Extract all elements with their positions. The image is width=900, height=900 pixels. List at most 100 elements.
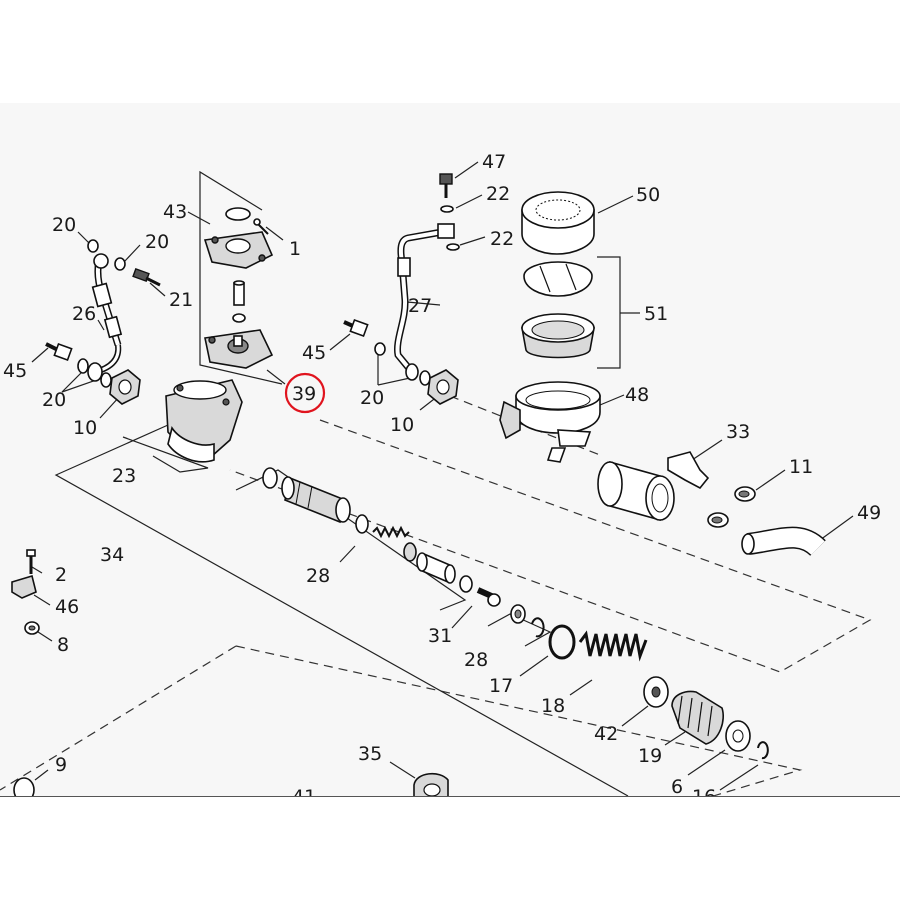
washer-20-a xyxy=(87,239,99,253)
seal-cup xyxy=(403,542,417,562)
callout-20: 20 xyxy=(42,389,66,411)
callout-47: 47 xyxy=(482,151,506,173)
clamp-11-b xyxy=(707,512,729,528)
pushrod-31 xyxy=(476,587,501,607)
oring-28-mid xyxy=(355,514,369,534)
callout-28: 28 xyxy=(306,565,330,587)
bleeder-45-left xyxy=(45,342,73,362)
cup-42 xyxy=(643,676,669,708)
master-cylinder-body-23 xyxy=(165,379,243,463)
spring-18 xyxy=(578,630,648,662)
nut-10-left xyxy=(109,369,141,405)
clip-46 xyxy=(11,574,37,599)
boot-19 xyxy=(671,690,724,745)
leader-lines xyxy=(31,161,854,791)
cover-gasket xyxy=(225,207,251,221)
frame-bottom-border xyxy=(0,796,900,797)
callout-10: 10 xyxy=(73,417,97,439)
bleeder-45-right xyxy=(343,318,369,338)
ring-17 xyxy=(548,624,576,660)
callout-27: 27 xyxy=(408,295,432,317)
reservoir-diaphragm-plate xyxy=(523,261,593,297)
callout-20: 20 xyxy=(145,231,169,253)
callout-48: 48 xyxy=(625,384,649,406)
callout-22: 22 xyxy=(486,183,510,205)
callout-43: 43 xyxy=(163,201,187,223)
callout-6: 6 xyxy=(671,776,683,798)
cover-cap-43 xyxy=(203,231,274,269)
callout-8: 8 xyxy=(57,634,69,656)
callout-9: 9 xyxy=(55,754,67,776)
piston-end xyxy=(416,552,456,584)
piston-pin xyxy=(232,280,246,323)
brake-hose-26 xyxy=(91,253,123,375)
assembly-outline-upper xyxy=(229,419,872,673)
callout-26: 26 xyxy=(72,303,96,325)
callout-19: 19 xyxy=(638,745,662,767)
callout-labels: 20 20 21 26 45 20 10 43 1 23 34 47 22 22… xyxy=(3,151,881,808)
callout-31: 31 xyxy=(428,625,452,647)
washer-20-b xyxy=(114,257,126,271)
hose-joint-33 xyxy=(597,451,710,522)
bracket-28 xyxy=(235,469,467,611)
nut-8 xyxy=(24,621,40,635)
circlip-16 xyxy=(757,741,769,760)
callout-16: 16 xyxy=(692,786,716,808)
spring-small xyxy=(372,525,410,539)
part-9 xyxy=(13,777,35,796)
callout-1: 1 xyxy=(289,238,301,260)
callout-23: 23 xyxy=(112,465,136,487)
bracket-43 xyxy=(199,170,283,385)
reservoir-cap-50 xyxy=(521,191,595,255)
callout-18: 18 xyxy=(541,695,565,717)
screw-1 xyxy=(253,218,269,235)
clamp-11-a xyxy=(734,486,756,502)
callout-49: 49 xyxy=(857,502,881,524)
callout-2: 2 xyxy=(55,564,67,586)
washer-6 xyxy=(725,720,751,752)
callout-45: 45 xyxy=(3,360,27,382)
reservoir-diaphragm xyxy=(521,313,595,359)
bracket-23 xyxy=(122,436,209,473)
callout-11: 11 xyxy=(789,456,813,478)
callout-10: 10 xyxy=(390,414,414,436)
highlight-circle-39 xyxy=(284,372,326,414)
callout-22: 22 xyxy=(490,228,514,250)
bolt-47 xyxy=(439,173,453,198)
washers-20-left xyxy=(77,358,112,388)
bracket-28b xyxy=(487,613,552,647)
assembly-outline-lower xyxy=(235,645,803,796)
callout-21: 21 xyxy=(169,289,193,311)
callout-33: 33 xyxy=(726,421,750,443)
callout-50: 50 xyxy=(636,184,660,206)
callout-28: 28 xyxy=(464,649,488,671)
bracket-51 xyxy=(597,256,621,369)
hose-49 xyxy=(741,526,826,557)
oring-left xyxy=(262,467,278,489)
washer-22-a xyxy=(440,205,454,213)
seal-28-lower xyxy=(510,604,526,624)
callout-35: 35 xyxy=(358,743,382,765)
callout-39-highlighted: 39 xyxy=(292,383,316,405)
callout-51: 51 xyxy=(644,303,668,325)
washer-22-b xyxy=(446,243,460,251)
nut-10-right xyxy=(427,369,459,405)
bolt-2 xyxy=(26,549,36,574)
diaphragm-39 xyxy=(204,329,274,369)
diagram-frame xyxy=(0,103,900,797)
bolt-21 xyxy=(132,267,161,287)
assembly-outline-left xyxy=(0,645,237,791)
callout-17: 17 xyxy=(489,675,513,697)
piston-28 xyxy=(281,476,351,524)
bracket-34 xyxy=(54,424,629,796)
callout-41: 41 xyxy=(292,786,316,808)
callout-42: 42 xyxy=(594,723,618,745)
callout-20: 20 xyxy=(52,214,76,236)
callout-45: 45 xyxy=(302,342,326,364)
callout-20: 20 xyxy=(360,387,384,409)
reservoir-48 xyxy=(499,381,601,463)
circlip-small xyxy=(531,617,545,638)
callout-34: 34 xyxy=(100,544,124,566)
oring-28-end xyxy=(459,575,473,593)
part-35 xyxy=(413,772,449,796)
